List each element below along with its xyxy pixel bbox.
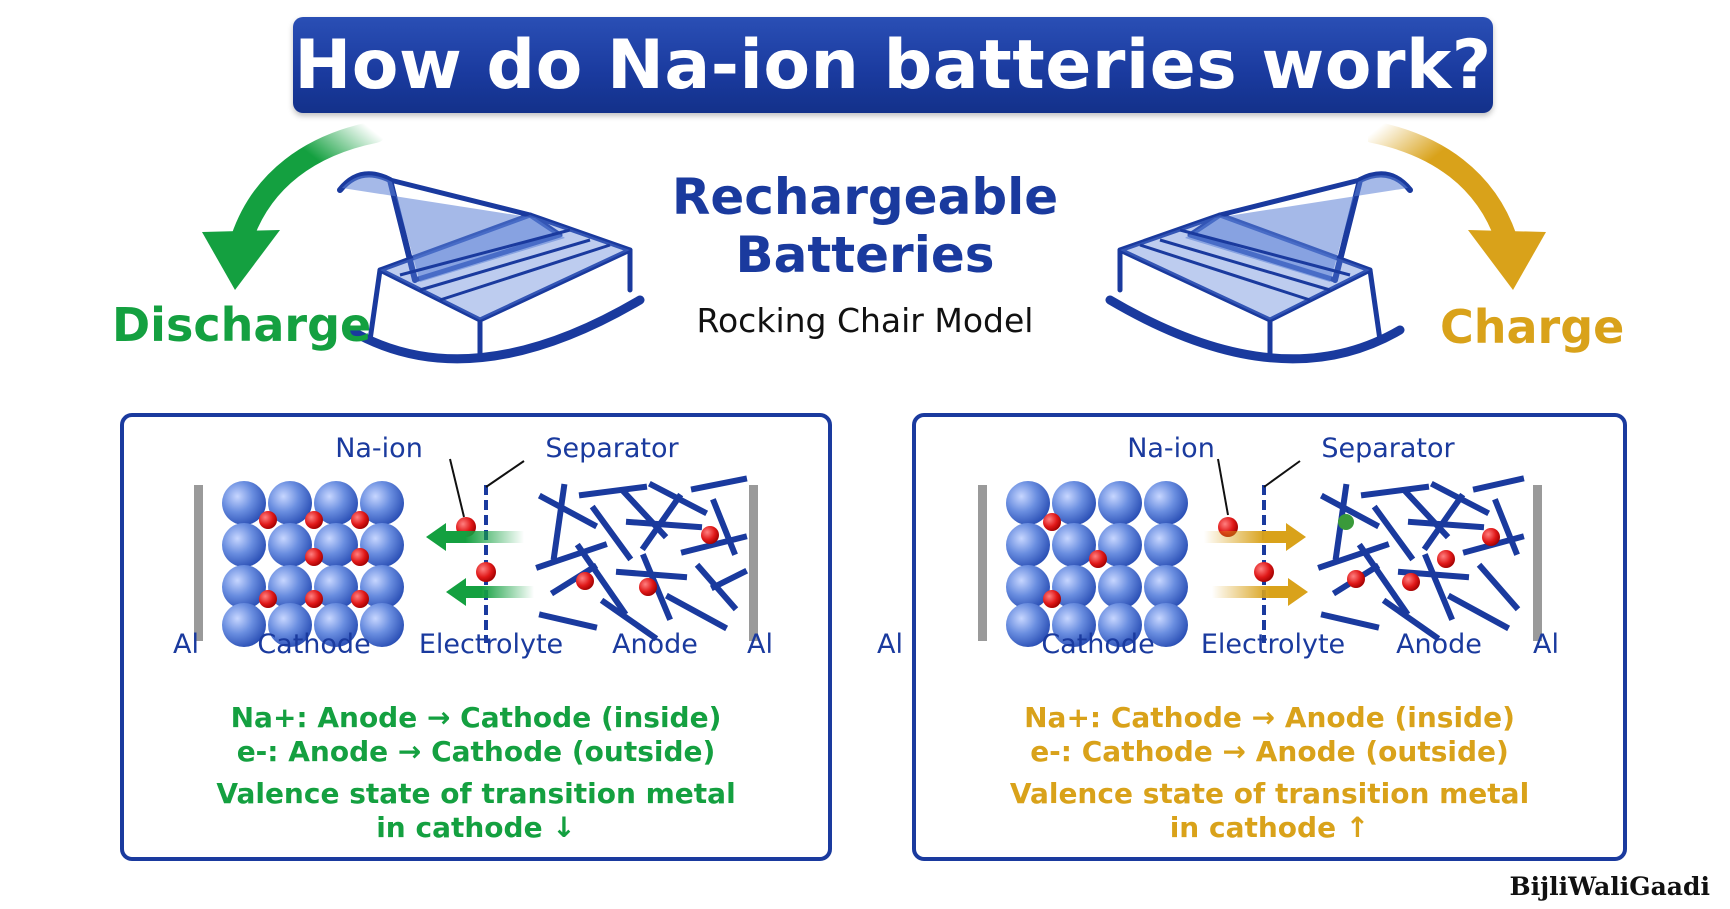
charge-panel: Na-ion Separator [877, 413, 1627, 861]
al-collector-left [194, 485, 203, 641]
anode-label: Anode [1396, 629, 1482, 660]
discharge-label: Discharge [112, 298, 372, 352]
electrolyte-label: Electrolyte [418, 629, 564, 660]
page-title: How do Na-ion batteries work? [294, 25, 1492, 105]
al-label-right: Al [1533, 629, 1559, 660]
cathode-lattice [1006, 481, 1188, 647]
al-collector-left [978, 485, 987, 641]
discharge-na-flow-text: Na+: Anode → Cathode (inside) [230, 701, 722, 734]
al-label-left: Al [877, 629, 903, 660]
ion-flow-arrow-icon [446, 578, 534, 606]
charge-valence-text: Valence state of transition metal [1009, 777, 1530, 810]
title-banner: How do Na-ion batteries work? [293, 17, 1493, 113]
rocking-chair-model-label: Rocking Chair Model [696, 301, 1034, 340]
center-heading-line2: Batteries [735, 226, 995, 284]
cathode-lattice [222, 481, 404, 647]
charge-cell-diagram [978, 458, 1542, 647]
na-ions-in-cathode [259, 511, 369, 608]
ion-flow-arrow-icon [1204, 523, 1306, 551]
na-ion-label: Na-ion [1127, 433, 1215, 464]
separator-label: Separator [545, 433, 679, 464]
charge-curved-arrow-icon [1368, 121, 1546, 290]
al-collector-right [1533, 485, 1542, 641]
discharge-valence-text: Valence state of transition metal [216, 777, 736, 810]
cathode-label: Cathode [257, 629, 371, 660]
al-label-right: Al [747, 629, 773, 660]
charge-rocking-chair-icon [1105, 171, 1413, 364]
green-dot [1338, 514, 1354, 530]
al-collector-right [749, 485, 758, 641]
electrolyte-label: Electrolyte [1200, 629, 1346, 660]
ion-flow-arrow-icon [1212, 578, 1308, 606]
moving-na-ion [476, 562, 496, 582]
charge-na-flow-text: Na+: Cathode → Anode (inside) [1024, 701, 1515, 734]
center-heading-line1: Rechargeable [671, 168, 1059, 226]
cathode-label: Cathode [1041, 629, 1155, 660]
charge-electron-flow-text: e-: Cathode → Anode (outside) [1030, 735, 1509, 768]
watermark: BijliWaliGaadi [1509, 872, 1711, 901]
discharge-valence-text-2: in cathode ↓ [376, 811, 576, 844]
charge-valence-text-2: in cathode ↑ [1169, 811, 1370, 844]
discharge-electron-flow-text: e-: Anode → Cathode (outside) [236, 735, 716, 768]
na-ion-label: Na-ion [335, 433, 423, 464]
discharge-panel: Na-ion Separator [120, 413, 832, 861]
discharge-rocking-chair-icon [337, 171, 645, 364]
moving-na-ion [1254, 562, 1274, 582]
ion-flow-arrow-icon [426, 523, 524, 551]
anode-carbon [1317, 475, 1525, 642]
discharge-curved-arrow-icon [202, 121, 386, 290]
na-ions-in-cathode [1043, 513, 1107, 608]
separator-label: Separator [1321, 433, 1455, 464]
anode-carbon [535, 475, 749, 642]
anode-label: Anode [612, 629, 698, 660]
discharge-cell-diagram [194, 458, 758, 647]
charge-label: Charge [1440, 300, 1625, 354]
al-label-left: Al [173, 629, 199, 660]
